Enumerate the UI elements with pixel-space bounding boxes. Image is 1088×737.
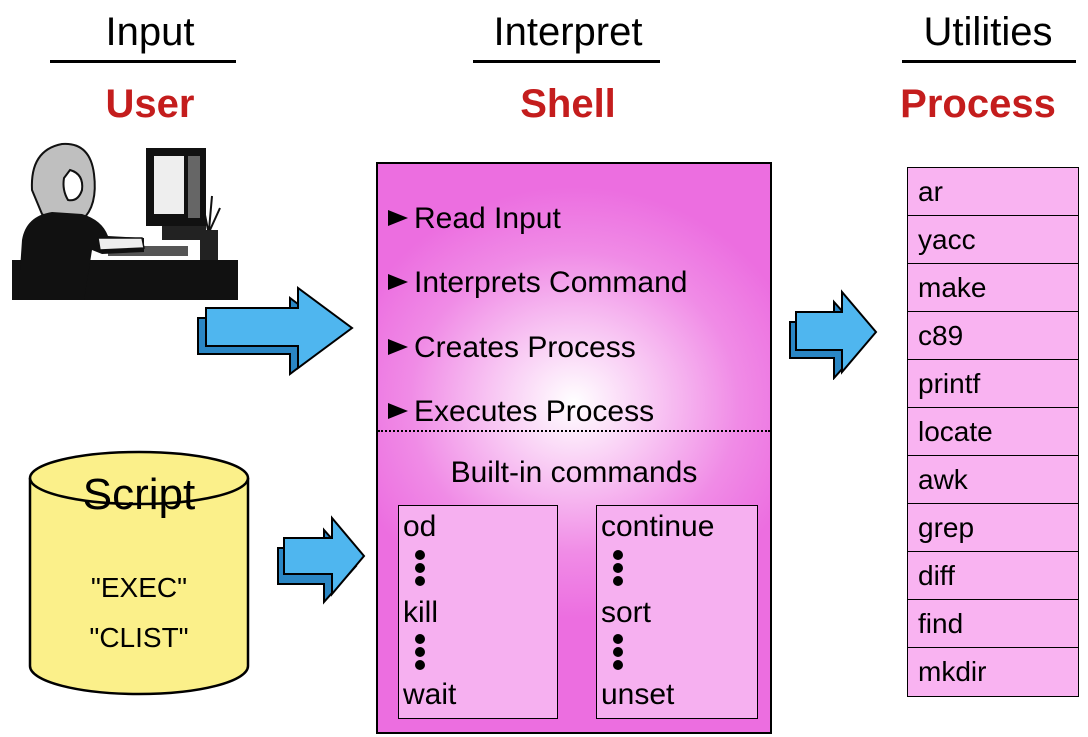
ellipsis-dot (613, 647, 623, 657)
user-at-computer-illustration (12, 130, 238, 300)
input-underline (50, 60, 236, 63)
step-label: Read Input (414, 202, 561, 235)
builtin-command: od (403, 510, 437, 543)
bullet-arrow-icon (388, 339, 408, 356)
script-cylinder: Script "EXEC" "CLIST" (28, 450, 250, 696)
process-item: yacc (908, 216, 1078, 264)
input-heading: Input (105, 10, 195, 54)
cylinder-shape (28, 450, 250, 696)
step-label: Creates Process (414, 331, 636, 364)
process-list: ar yacc make c89 printf locate awk grep … (907, 167, 1079, 697)
process-item: make (908, 264, 1078, 312)
builtin-commands-left: od kill wait (398, 505, 558, 719)
interpret-heading: Interpret (493, 10, 643, 54)
ellipsis-dot (415, 550, 425, 560)
ellipsis-dot (613, 550, 623, 560)
input-subheading: User (105, 82, 195, 126)
interpret-subheading: Shell (520, 82, 616, 126)
bullet-arrow-icon (388, 210, 408, 227)
interpret-underline (473, 60, 660, 63)
process-item: awk (908, 456, 1078, 504)
builtin-command: sort (601, 596, 652, 629)
ellipsis-dot (415, 634, 425, 644)
process-item: c89 (908, 312, 1078, 360)
user-to-shell-arrow (197, 286, 354, 376)
ellipsis-dot (613, 576, 623, 586)
script-title: Script (82, 470, 196, 519)
step-creates-process: Creates Process (388, 331, 636, 365)
ellipsis-dot (415, 576, 425, 586)
bullet-arrow-icon (388, 274, 408, 291)
builtin-commands-right: continue sort unset (596, 505, 758, 719)
bullet-arrow-icon (388, 403, 408, 420)
ellipsis-dot (613, 634, 623, 644)
builtin-command: kill (403, 596, 438, 629)
ellipsis-dot (613, 563, 623, 573)
step-label: Interprets Command (414, 266, 688, 299)
ellipsis-dot (415, 647, 425, 657)
builtin-command: wait (403, 678, 457, 711)
shell-box: Read Input Interprets Command Creates Pr… (376, 162, 772, 734)
step-interprets-command: Interprets Command (388, 266, 687, 300)
script-line-clist: "CLIST" (89, 622, 189, 653)
process-item: ar (908, 168, 1078, 216)
utilities-heading: Utilities (923, 10, 1053, 54)
process-item: grep (908, 504, 1078, 552)
utilities-underline (902, 60, 1076, 63)
ellipsis-dot (415, 660, 425, 670)
utilities-subheading: Process (900, 82, 1056, 126)
builtin-command: continue (601, 510, 715, 543)
script-to-shell-arrow (277, 515, 366, 605)
process-item: locate (908, 408, 1078, 456)
builtin-commands-title: Built-in commands (450, 456, 698, 489)
shell-divider (378, 430, 770, 432)
step-executes-process: Executes Process (388, 395, 654, 429)
process-item: diff (908, 552, 1078, 600)
builtin-command: unset (601, 678, 675, 711)
step-label: Executes Process (414, 395, 655, 428)
process-item: printf (908, 360, 1078, 408)
ellipsis-dot (415, 563, 425, 573)
process-item: find (908, 600, 1078, 648)
shell-to-process-arrow (789, 289, 878, 380)
step-read-input: Read Input (388, 202, 561, 236)
script-line-exec: "EXEC" (90, 572, 188, 603)
ellipsis-dot (613, 660, 623, 670)
process-item: mkdir (918, 656, 987, 687)
